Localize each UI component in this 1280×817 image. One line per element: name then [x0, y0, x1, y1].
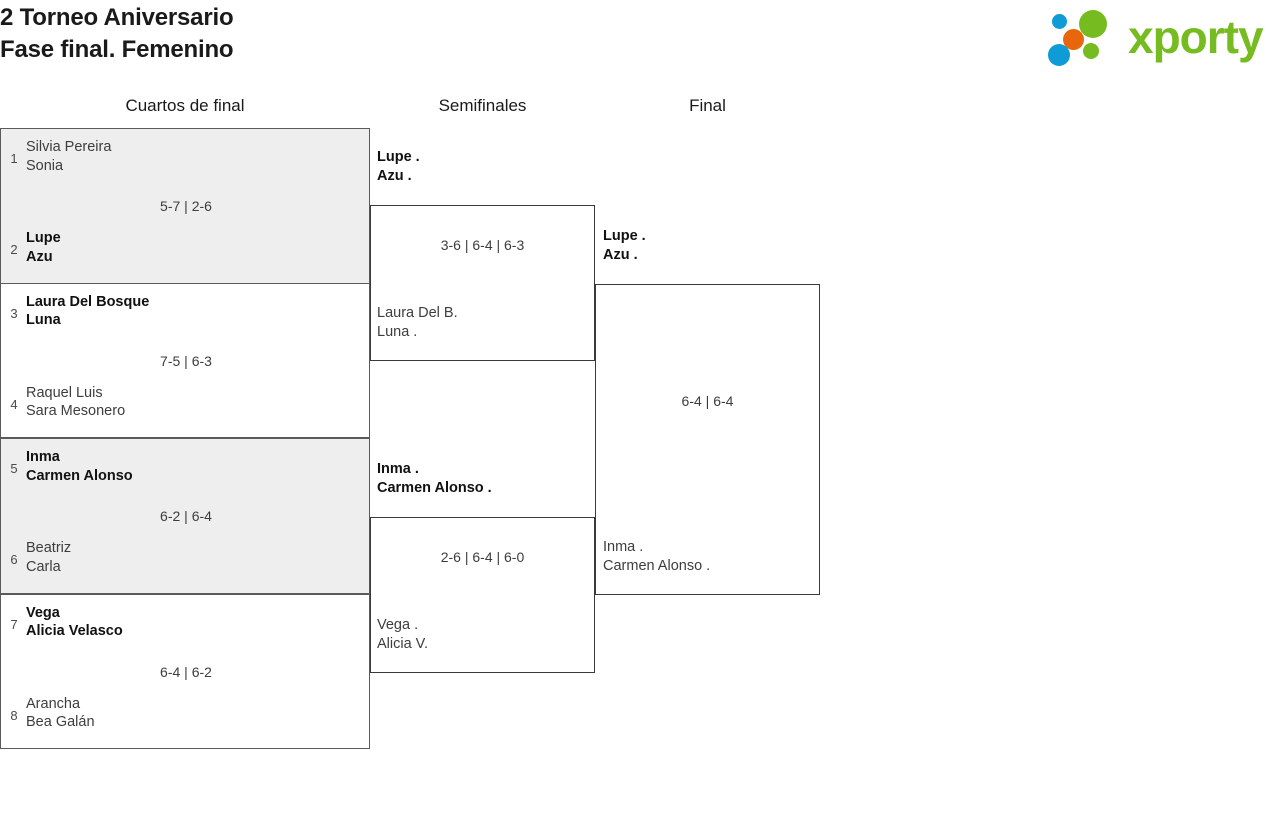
- round-header-final: Final: [689, 96, 726, 115]
- semifinal-loser-team[interactable]: Laura Del B. Luna .: [377, 304, 592, 341]
- match-score: 6-2 | 6-4: [160, 508, 212, 524]
- semifinal-match[interactable]: [370, 517, 595, 673]
- match-slot-bottom[interactable]: 8 Arancha Bea Galán: [1, 695, 371, 741]
- team-names: Beatriz Carla: [26, 539, 366, 576]
- player-name: Vega .: [377, 617, 419, 633]
- quarterfinal-match[interactable]: 7 Vega Alicia Velasco 6-4 | 6-2 8 Aranch…: [0, 593, 371, 749]
- page-header: 2 Torneo Aniversario Fase final. Femenin…: [0, 0, 1280, 90]
- tournament-phase: Fase final. Femenino: [0, 36, 234, 63]
- quarterfinal-match[interactable]: 3 Laura Del Bosque Luna 7-5 | 6-3 4 Raqu…: [0, 282, 371, 438]
- player-name: Carmen Alonso .: [603, 557, 711, 574]
- semifinal-match[interactable]: [370, 205, 595, 361]
- player-name: Lupe .: [603, 228, 646, 244]
- player-name: Bea Galán: [26, 714, 95, 730]
- player-name: Raquel Luis: [26, 384, 103, 401]
- team-names: Lupe Azu: [26, 229, 366, 266]
- semifinal-winner-team[interactable]: Lupe . Azu .: [377, 148, 592, 185]
- team-names: Laura Del Bosque Luna: [26, 293, 366, 330]
- logo-dots-icon: [1048, 10, 1126, 66]
- team-names: Inma Carmen Alonso: [26, 448, 366, 485]
- player-name: Carmen Alonso: [26, 467, 133, 484]
- green-large-dot: [1079, 10, 1107, 38]
- player-name: Azu: [26, 248, 53, 265]
- orange-dot: [1063, 29, 1084, 50]
- quarterfinals-column: 1 Silvia Pereira Sonia 5-7 | 2-6 2 Lupe …: [0, 128, 370, 750]
- match-slot-top[interactable]: 7 Vega Alicia Velasco: [1, 604, 371, 650]
- round-header-quarterfinals: Cuartos de final: [125, 96, 245, 115]
- player-name: Sonia: [26, 157, 64, 174]
- team-names: Arancha Bea Galán: [26, 695, 366, 732]
- seed-number: 1: [10, 151, 18, 166]
- player-name: Carla: [26, 558, 61, 575]
- final-match[interactable]: [595, 284, 820, 595]
- player-name: Silvia Pereira: [26, 139, 112, 155]
- match-slot-bottom[interactable]: 6 Beatriz Carla: [1, 539, 371, 585]
- team-names: Vega Alicia Velasco: [26, 604, 366, 641]
- player-name: Azu .: [377, 167, 412, 184]
- player-name: Lupe: [26, 230, 61, 246]
- final-winner-team[interactable]: Lupe . Azu .: [603, 227, 818, 264]
- player-name: Inma .: [377, 461, 419, 477]
- page-title: 2 Torneo Aniversario Fase final. Femenin…: [0, 2, 234, 66]
- match-score: 6-4 | 6-4: [681, 393, 734, 409]
- blue-large-dot: [1048, 44, 1070, 66]
- player-name: Sara Mesonero: [26, 403, 126, 419]
- quarterfinal-match[interactable]: 1 Silvia Pereira Sonia 5-7 | 2-6 2 Lupe …: [0, 128, 370, 284]
- player-name: Beatriz: [26, 540, 72, 556]
- match-score: 3-6 | 6-4 | 6-3: [440, 237, 525, 253]
- match-slot-top[interactable]: 3 Laura Del Bosque Luna: [1, 293, 371, 339]
- team-names: Raquel Luis Sara Mesonero: [26, 384, 366, 421]
- seed-number: 8: [10, 707, 18, 723]
- match-score: 5-7 | 2-6: [160, 198, 212, 214]
- round-header-semifinals: Semifinales: [438, 96, 527, 115]
- final-loser-team[interactable]: Inma . Carmen Alonso .: [603, 538, 818, 575]
- semifinal-loser-team[interactable]: Vega . Alicia V.: [377, 616, 592, 653]
- player-name: Luna: [26, 312, 61, 328]
- player-name: Vega: [26, 604, 60, 621]
- seed-number: 4: [10, 396, 18, 412]
- player-name: Lupe .: [377, 149, 420, 165]
- seed-number: 6: [10, 552, 18, 567]
- player-name: Inma .: [603, 539, 644, 555]
- seed-number: 7: [10, 616, 18, 632]
- player-name: Carmen Alonso .: [377, 479, 492, 496]
- player-name: Laura Del Bosque: [26, 293, 150, 310]
- match-slot-bottom[interactable]: 2 Lupe Azu: [1, 229, 371, 275]
- xporty-logo[interactable]: xporty: [1048, 8, 1276, 66]
- semifinal-winner-team[interactable]: Inma . Carmen Alonso .: [377, 460, 592, 497]
- player-name: Laura Del B.: [377, 305, 458, 321]
- match-score: 7-5 | 6-3: [160, 352, 212, 369]
- match-score: 2-6 | 6-4 | 6-0: [440, 549, 525, 565]
- match-slot-bottom[interactable]: 4 Raquel Luis Sara Mesonero: [1, 384, 371, 430]
- blue-small-dot: [1052, 14, 1067, 29]
- team-names: Silvia Pereira Sonia: [26, 138, 366, 175]
- seed-number: 3: [10, 305, 18, 321]
- player-name: Arancha: [26, 695, 81, 712]
- match-score: 6-4 | 6-2: [160, 663, 212, 680]
- match-slot-top[interactable]: 5 Inma Carmen Alonso: [1, 448, 371, 494]
- player-name: Inma: [26, 449, 60, 465]
- quarterfinal-match[interactable]: 5 Inma Carmen Alonso 6-2 | 6-4 6 Beatriz…: [0, 438, 370, 594]
- player-name: Luna .: [377, 323, 418, 340]
- seed-number: 5: [10, 461, 18, 476]
- match-slot-top[interactable]: 1 Silvia Pereira Sonia: [1, 138, 371, 184]
- green-small-dot: [1083, 43, 1099, 59]
- seed-number: 2: [10, 242, 18, 257]
- player-name: Alicia V.: [377, 635, 429, 652]
- logo-wordmark: xporty: [1128, 11, 1264, 63]
- player-name: Azu .: [603, 246, 638, 263]
- player-name: Alicia Velasco: [26, 623, 123, 639]
- tournament-name: 2 Torneo Aniversario: [0, 4, 234, 31]
